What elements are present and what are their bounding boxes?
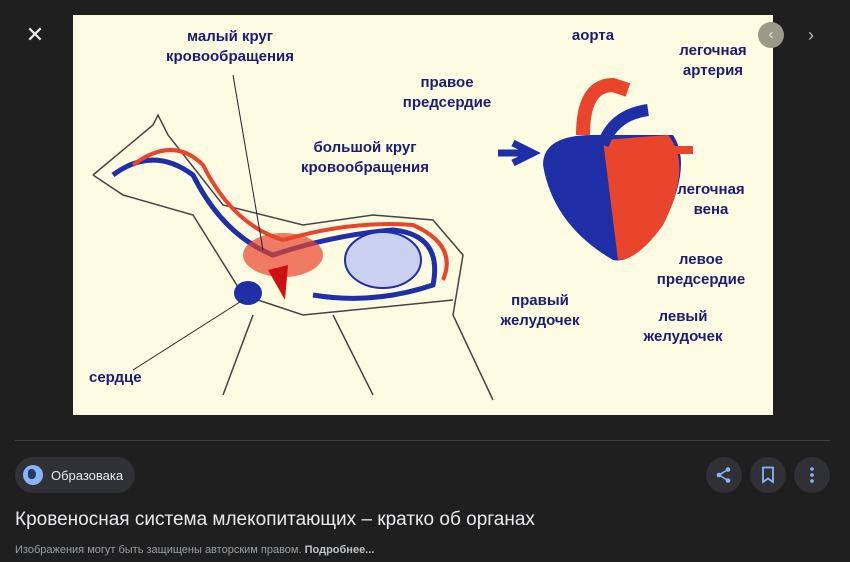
image-title[interactable]: Кровеносная система млекопитающих – крат… <box>15 509 535 530</box>
globe-icon <box>23 465 43 485</box>
pointer-line <box>232 74 264 251</box>
more-options-button[interactable] <box>794 457 830 493</box>
svg-text:аорта: аорта <box>572 27 615 44</box>
organ-network <box>344 231 422 289</box>
svg-text:сердце: сердце <box>89 369 142 386</box>
svg-text:желудочек: желудочек <box>500 312 580 329</box>
heart-left <box>268 265 288 300</box>
svg-text:кровообращения: кровообращения <box>301 159 429 176</box>
share-button[interactable] <box>706 457 742 493</box>
svg-text:предсердие: предсердие <box>403 94 491 111</box>
save-button[interactable] <box>750 457 786 493</box>
heart-detail-left <box>603 135 680 260</box>
diagram-labels: малый круг кровообращения большой круг к… <box>89 27 747 386</box>
svg-text:малый круг: малый круг <box>187 28 273 45</box>
learn-more-link[interactable]: Подробнее... <box>304 544 375 556</box>
pulmonary-artery-vessel <box>597 104 650 148</box>
dog-outline <box>92 113 494 401</box>
chevron-right-icon: › <box>808 24 814 45</box>
svg-text:левый: левый <box>659 308 708 325</box>
close-icon: ✕ <box>25 22 45 47</box>
aorta-vessel <box>576 77 631 136</box>
svg-text:правое: правое <box>420 74 473 91</box>
lungs <box>243 233 323 277</box>
arrow-icon <box>498 139 541 167</box>
svg-text:легочная: легочная <box>677 181 744 198</box>
svg-text:правый: правый <box>511 292 569 309</box>
divider <box>15 440 830 441</box>
svg-text:вена: вена <box>694 201 729 218</box>
svg-text:предсердие: предсердие <box>657 271 745 288</box>
previous-image-button[interactable]: ‹ <box>758 22 784 48</box>
bookmark-icon <box>762 466 774 484</box>
svg-text:большой круг: большой круг <box>314 139 417 156</box>
source-name: Образовака <box>51 467 124 483</box>
result-image[interactable]: малый круг кровообращения большой круг к… <box>73 15 773 415</box>
close-button[interactable]: ✕ <box>20 20 50 50</box>
venous-vessel <box>111 157 438 301</box>
copyright-notice: Изображения могут быть защищены авторски… <box>15 544 374 556</box>
more-vert-icon <box>810 467 814 483</box>
source-chip[interactable]: Образовака <box>15 457 136 493</box>
svg-text:желудочек: желудочек <box>643 328 723 345</box>
svg-text:кровообращения: кровообращения <box>166 48 294 65</box>
svg-text:артерия: артерия <box>683 62 743 79</box>
svg-text:легочная: легочная <box>679 42 746 59</box>
chevron-left-icon: ‹ <box>768 26 774 43</box>
notice-text: Изображения могут быть защищены авторски… <box>15 544 302 556</box>
circulation-diagram: малый круг кровообращения большой круг к… <box>89 27 747 401</box>
heart-right <box>234 281 262 305</box>
share-icon <box>716 467 731 483</box>
next-image-button[interactable]: › <box>796 20 826 50</box>
pointer-line <box>132 299 244 371</box>
svg-text:левое: левое <box>679 251 723 268</box>
